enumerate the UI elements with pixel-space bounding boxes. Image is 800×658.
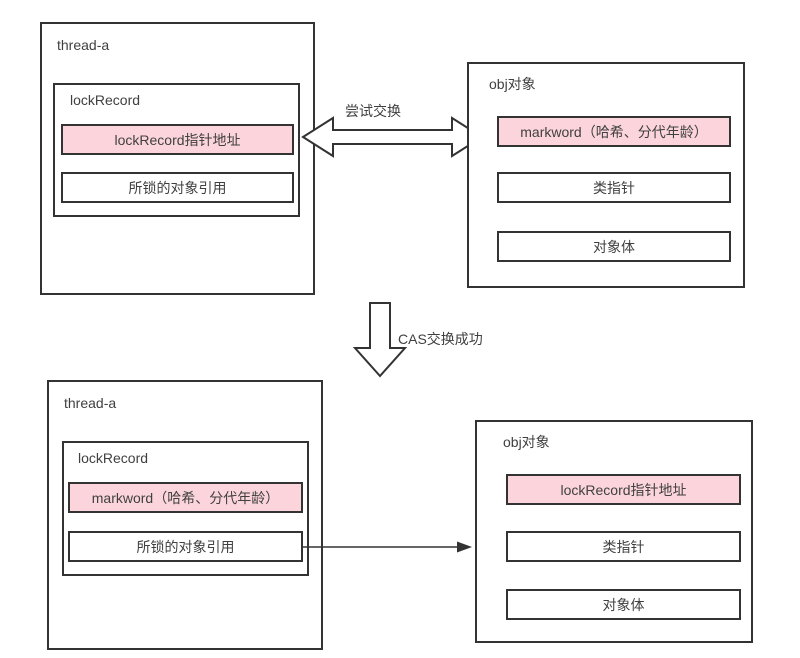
cas-down-arrow-icon bbox=[352, 302, 408, 378]
top-obj-markword-cell: markword（哈希、分代年龄） bbox=[497, 116, 731, 147]
bottom-obj-class-pointer-cell: 类指针 bbox=[506, 531, 741, 562]
bottom-locked-object-ref-cell: 所锁的对象引用 bbox=[68, 531, 303, 562]
top-obj-title: obj对象 bbox=[489, 76, 536, 92]
top-obj-body-cell: 对象体 bbox=[497, 231, 731, 262]
bottom-lockrecord-title: lockRecord bbox=[78, 450, 149, 466]
bottom-obj-body-cell: 对象体 bbox=[506, 589, 741, 620]
top-lockrecord-title: lockRecord bbox=[70, 92, 141, 108]
bottom-thread-a-title: thread-a bbox=[64, 395, 117, 411]
reference-arrow-icon bbox=[303, 541, 472, 553]
top-thread-a-title: thread-a bbox=[57, 37, 110, 53]
exchange-double-arrow-icon bbox=[301, 116, 484, 158]
top-lockrecord-pointer-cell: lockRecord指针地址 bbox=[61, 124, 294, 155]
top-locked-object-ref-cell: 所锁的对象引用 bbox=[61, 172, 294, 203]
bottom-obj-lockrecord-pointer-cell: lockRecord指针地址 bbox=[506, 474, 741, 505]
exchange-arrow-label: 尝试交换 bbox=[345, 103, 401, 119]
bottom-markword-cell: markword（哈希、分代年龄） bbox=[68, 482, 303, 513]
top-obj-class-pointer-cell: 类指针 bbox=[497, 172, 731, 203]
bottom-obj-title: obj对象 bbox=[503, 434, 550, 450]
cas-arrow-label: CAS交换成功 bbox=[398, 331, 483, 347]
